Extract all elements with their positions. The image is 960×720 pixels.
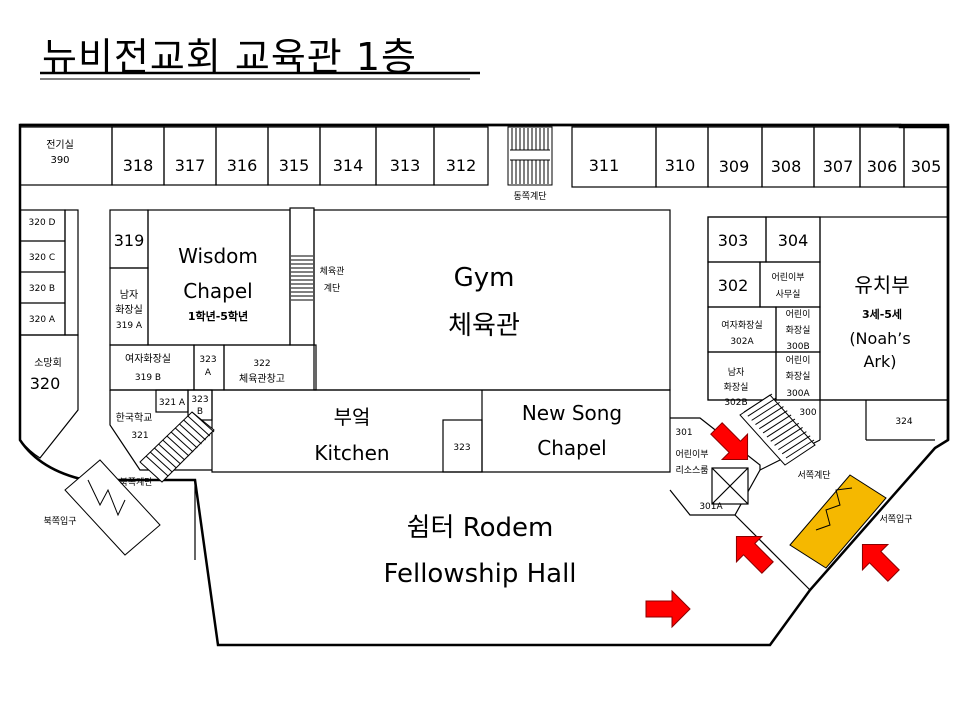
- kids-restroom-300a-number: 300A: [786, 389, 810, 399]
- room-311: 311: [589, 156, 620, 175]
- fellowship-hall-line1: 쉼터 Rodem: [407, 513, 554, 543]
- womens-restroom-319b-line1: 여자화장실: [125, 353, 171, 365]
- room-305: 305: [911, 157, 942, 176]
- kindergarten-label: 유치부: [854, 273, 909, 297]
- room-321a: 321 A: [159, 398, 186, 408]
- west-entrance-drawing: [789, 474, 887, 569]
- room-301a: 301A: [699, 502, 723, 512]
- right-block: [707, 216, 949, 441]
- gym-stairs-line2: 계단: [324, 282, 341, 294]
- room-323: 323: [453, 443, 470, 453]
- middle-block: [109, 389, 671, 473]
- gym-stairs-drawing: [291, 255, 313, 301]
- room-310: 310: [665, 156, 696, 175]
- korean-school-name: 한국학교: [116, 412, 153, 424]
- room-323b-line1: 323: [191, 395, 208, 405]
- room-390-number: 390: [50, 155, 69, 166]
- room-324: 324: [895, 417, 912, 427]
- mens-restroom-line2: 화장실: [115, 304, 143, 316]
- kids-restroom-300a-line2: 화장실: [786, 371, 811, 382]
- room-390-name: 전기실: [46, 139, 74, 151]
- west-entrance-label: 서쪽입구: [879, 513, 912, 525]
- room-322-name: 체육관창고: [239, 373, 285, 385]
- arrows: [645, 422, 900, 629]
- kitchen-label-en: Kitchen: [314, 441, 389, 465]
- north-stairs-label: 북쪽계단: [119, 476, 152, 488]
- room-312: 312: [446, 156, 477, 175]
- womens-restroom-319b-number: 319 B: [135, 373, 161, 383]
- kids-resource-room-line2: 리소스룸: [675, 465, 708, 476]
- room-323a-line2: A: [205, 368, 212, 378]
- room-320a: 320 A: [29, 315, 56, 325]
- kindergarten-ages: 3세-5세: [862, 307, 902, 321]
- mens-restroom-302b-number: 302B: [724, 398, 747, 408]
- north-entrance-label: 북쪽입구: [43, 515, 76, 527]
- gym-label-ko: 체육관: [448, 311, 520, 341]
- room-304: 304: [778, 231, 809, 250]
- room-308: 308: [771, 157, 802, 176]
- kids-restroom-300b-line2: 화장실: [786, 325, 811, 336]
- room-313: 313: [390, 156, 421, 175]
- arrow-into-hall-bottom: [645, 589, 691, 629]
- kids-office-line2: 사무실: [776, 289, 801, 300]
- arrow-into-hall-se: [735, 535, 774, 574]
- left-rooms: [19, 209, 79, 459]
- new-song-chapel-line2: Chapel: [537, 436, 606, 460]
- room-307: 307: [823, 157, 854, 176]
- kids-restroom-300b-line1: 어린이: [786, 309, 811, 320]
- kindergarten-noah-line1: (Noah’s: [849, 329, 910, 348]
- mens-restroom-302b-line1: 남자: [728, 367, 745, 378]
- top-rooms: [19, 126, 949, 188]
- room-319: 319: [114, 231, 145, 250]
- room-306: 306: [867, 157, 898, 176]
- kids-resource-room-line1: 어린이부: [675, 449, 708, 460]
- wisdom-chapel-line2: Chapel: [183, 279, 252, 303]
- room-323a-line1: 323: [199, 355, 216, 365]
- north-stairs-drawing: [139, 411, 215, 483]
- east-stairs-label: 동쪽계단: [513, 190, 546, 202]
- wisdom-chapel-line1: Wisdom: [178, 244, 258, 268]
- womens-restroom-302a-number: 302A: [730, 337, 754, 347]
- room-301: 301: [675, 428, 692, 438]
- west-stairs-drawing: [739, 393, 816, 466]
- new-song-chapel-line1: New Song: [522, 401, 622, 425]
- womens-restroom-302a-line1: 여자화장실: [721, 319, 762, 331]
- east-stairs-drawing: [507, 126, 553, 186]
- room-302: 302: [718, 276, 749, 295]
- gym-label-en: Gym: [454, 263, 515, 293]
- room-323b-line2: B: [197, 407, 203, 417]
- room-317: 317: [175, 156, 206, 175]
- room-320c: 320 C: [29, 253, 55, 263]
- north-entrance-drawing: [64, 459, 161, 556]
- room-320d: 320 D: [29, 218, 56, 228]
- room-320-number: 320: [30, 374, 61, 393]
- room-300: 300: [799, 408, 816, 418]
- kids-restroom-300a-line1: 어린이: [786, 355, 811, 366]
- korean-school-number: 321: [131, 431, 148, 441]
- room-316: 316: [227, 156, 258, 175]
- kids-office-line1: 어린이부: [771, 272, 804, 283]
- room-315: 315: [279, 156, 310, 175]
- room-314: 314: [333, 156, 364, 175]
- kitchen-label-ko: 부엌: [334, 405, 371, 429]
- west-stairs-label: 서쪽계단: [797, 469, 830, 481]
- room-303: 303: [718, 231, 749, 250]
- room-318: 318: [123, 156, 154, 175]
- gym-stairs-line1: 체육관: [320, 266, 345, 277]
- room-309: 309: [719, 157, 750, 176]
- room-322-number: 322: [253, 359, 270, 369]
- mens-restroom-line1: 남자: [120, 289, 138, 301]
- fellowship-hall-line2: Fellowship Hall: [383, 559, 576, 589]
- room-320b: 320 B: [29, 284, 55, 294]
- room-320-name: 소망회: [34, 357, 62, 369]
- kindergarten-noah-line2: Ark): [863, 352, 896, 371]
- page-title: 뉴비전교회 교육관 1층: [42, 35, 417, 79]
- mens-restroom-302b-line2: 화장실: [724, 382, 749, 393]
- arrow-from-west-entrance: [861, 543, 900, 582]
- mens-restroom-number: 319 A: [116, 321, 143, 331]
- kids-restroom-300b-number: 300B: [786, 342, 809, 352]
- wisdom-chapel-grades: 1학년-5학년: [188, 309, 248, 323]
- arrow-to-west-stairs: [710, 422, 749, 461]
